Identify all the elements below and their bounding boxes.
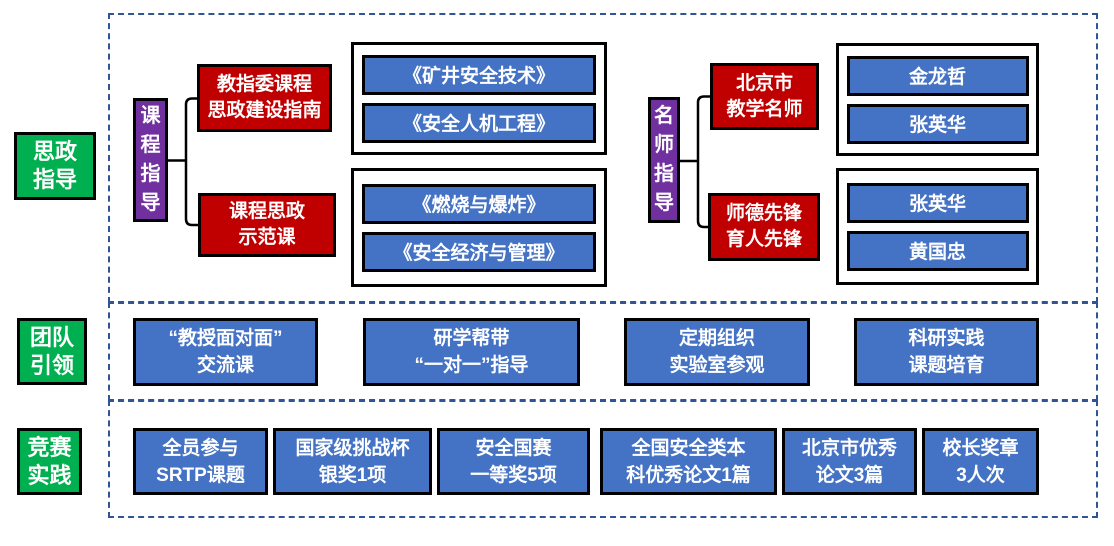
team-item-one-on-one-guidance: 研学帮带 “一对一”指导	[363, 318, 580, 386]
competition-item-president-medal: 校长奖章 3人次	[922, 428, 1039, 495]
branch-label-mentor-guidance: 名 师 指 导	[648, 97, 680, 223]
teacher-box: 张英华	[846, 103, 1029, 144]
competition-item-excellent-thesis-national: 全国安全类本 科优秀论文1篇	[600, 428, 777, 495]
competition-item-beijing-thesis: 北京市优秀 论文3篇	[782, 428, 917, 495]
side-label-team: 团队 引领	[17, 318, 87, 385]
course-box: 《安全人机工程》	[362, 102, 596, 143]
competition-item-srtp: 全员参与 SRTP课题	[133, 428, 268, 495]
competition-item-national-safety-contest: 安全国赛 一等奖5项	[437, 428, 590, 495]
team-item-research-practice: 科研实践 课题培育	[854, 318, 1039, 386]
section-frame-competition	[108, 400, 1098, 518]
teacher-group-masters: 金龙哲 张英华	[836, 43, 1039, 156]
course-box: 《矿井安全技术》	[362, 54, 596, 95]
node-ethics-pioneer: 师德先锋 育人先锋	[708, 193, 820, 261]
team-item-lab-visits: 定期组织 实验室参观	[624, 318, 810, 386]
teacher-box: 金龙哲	[846, 55, 1029, 96]
side-label-ideology: 思政 指导	[14, 132, 96, 200]
teacher-group-pioneers: 张英华 黄国忠	[836, 168, 1039, 285]
course-box: 《燃烧与爆炸》	[362, 183, 596, 224]
team-item-professor-face-to-face: “教授面对面” 交流课	[133, 318, 318, 386]
side-label-competition: 竞赛 实践	[17, 428, 82, 495]
teacher-box: 黄国忠	[846, 230, 1029, 271]
course-group-guide: 《矿井安全技术》 《安全人机工程》	[351, 42, 607, 155]
competition-item-challenge-cup: 国家级挑战杯 银奖1项	[273, 428, 432, 495]
branch-label-course-guidance: 课 程 指 导	[133, 98, 168, 222]
node-steering-committee-guide: 教指委课程 思政建设指南	[197, 64, 332, 132]
teacher-box: 张英华	[846, 182, 1029, 223]
node-beijing-teaching-master: 北京市 教学名师	[710, 63, 819, 130]
course-box: 《安全经济与管理》	[362, 231, 596, 272]
course-group-demo: 《燃烧与爆炸》 《安全经济与管理》	[351, 168, 607, 287]
node-demonstration-course: 课程思政 示范课	[198, 193, 336, 257]
